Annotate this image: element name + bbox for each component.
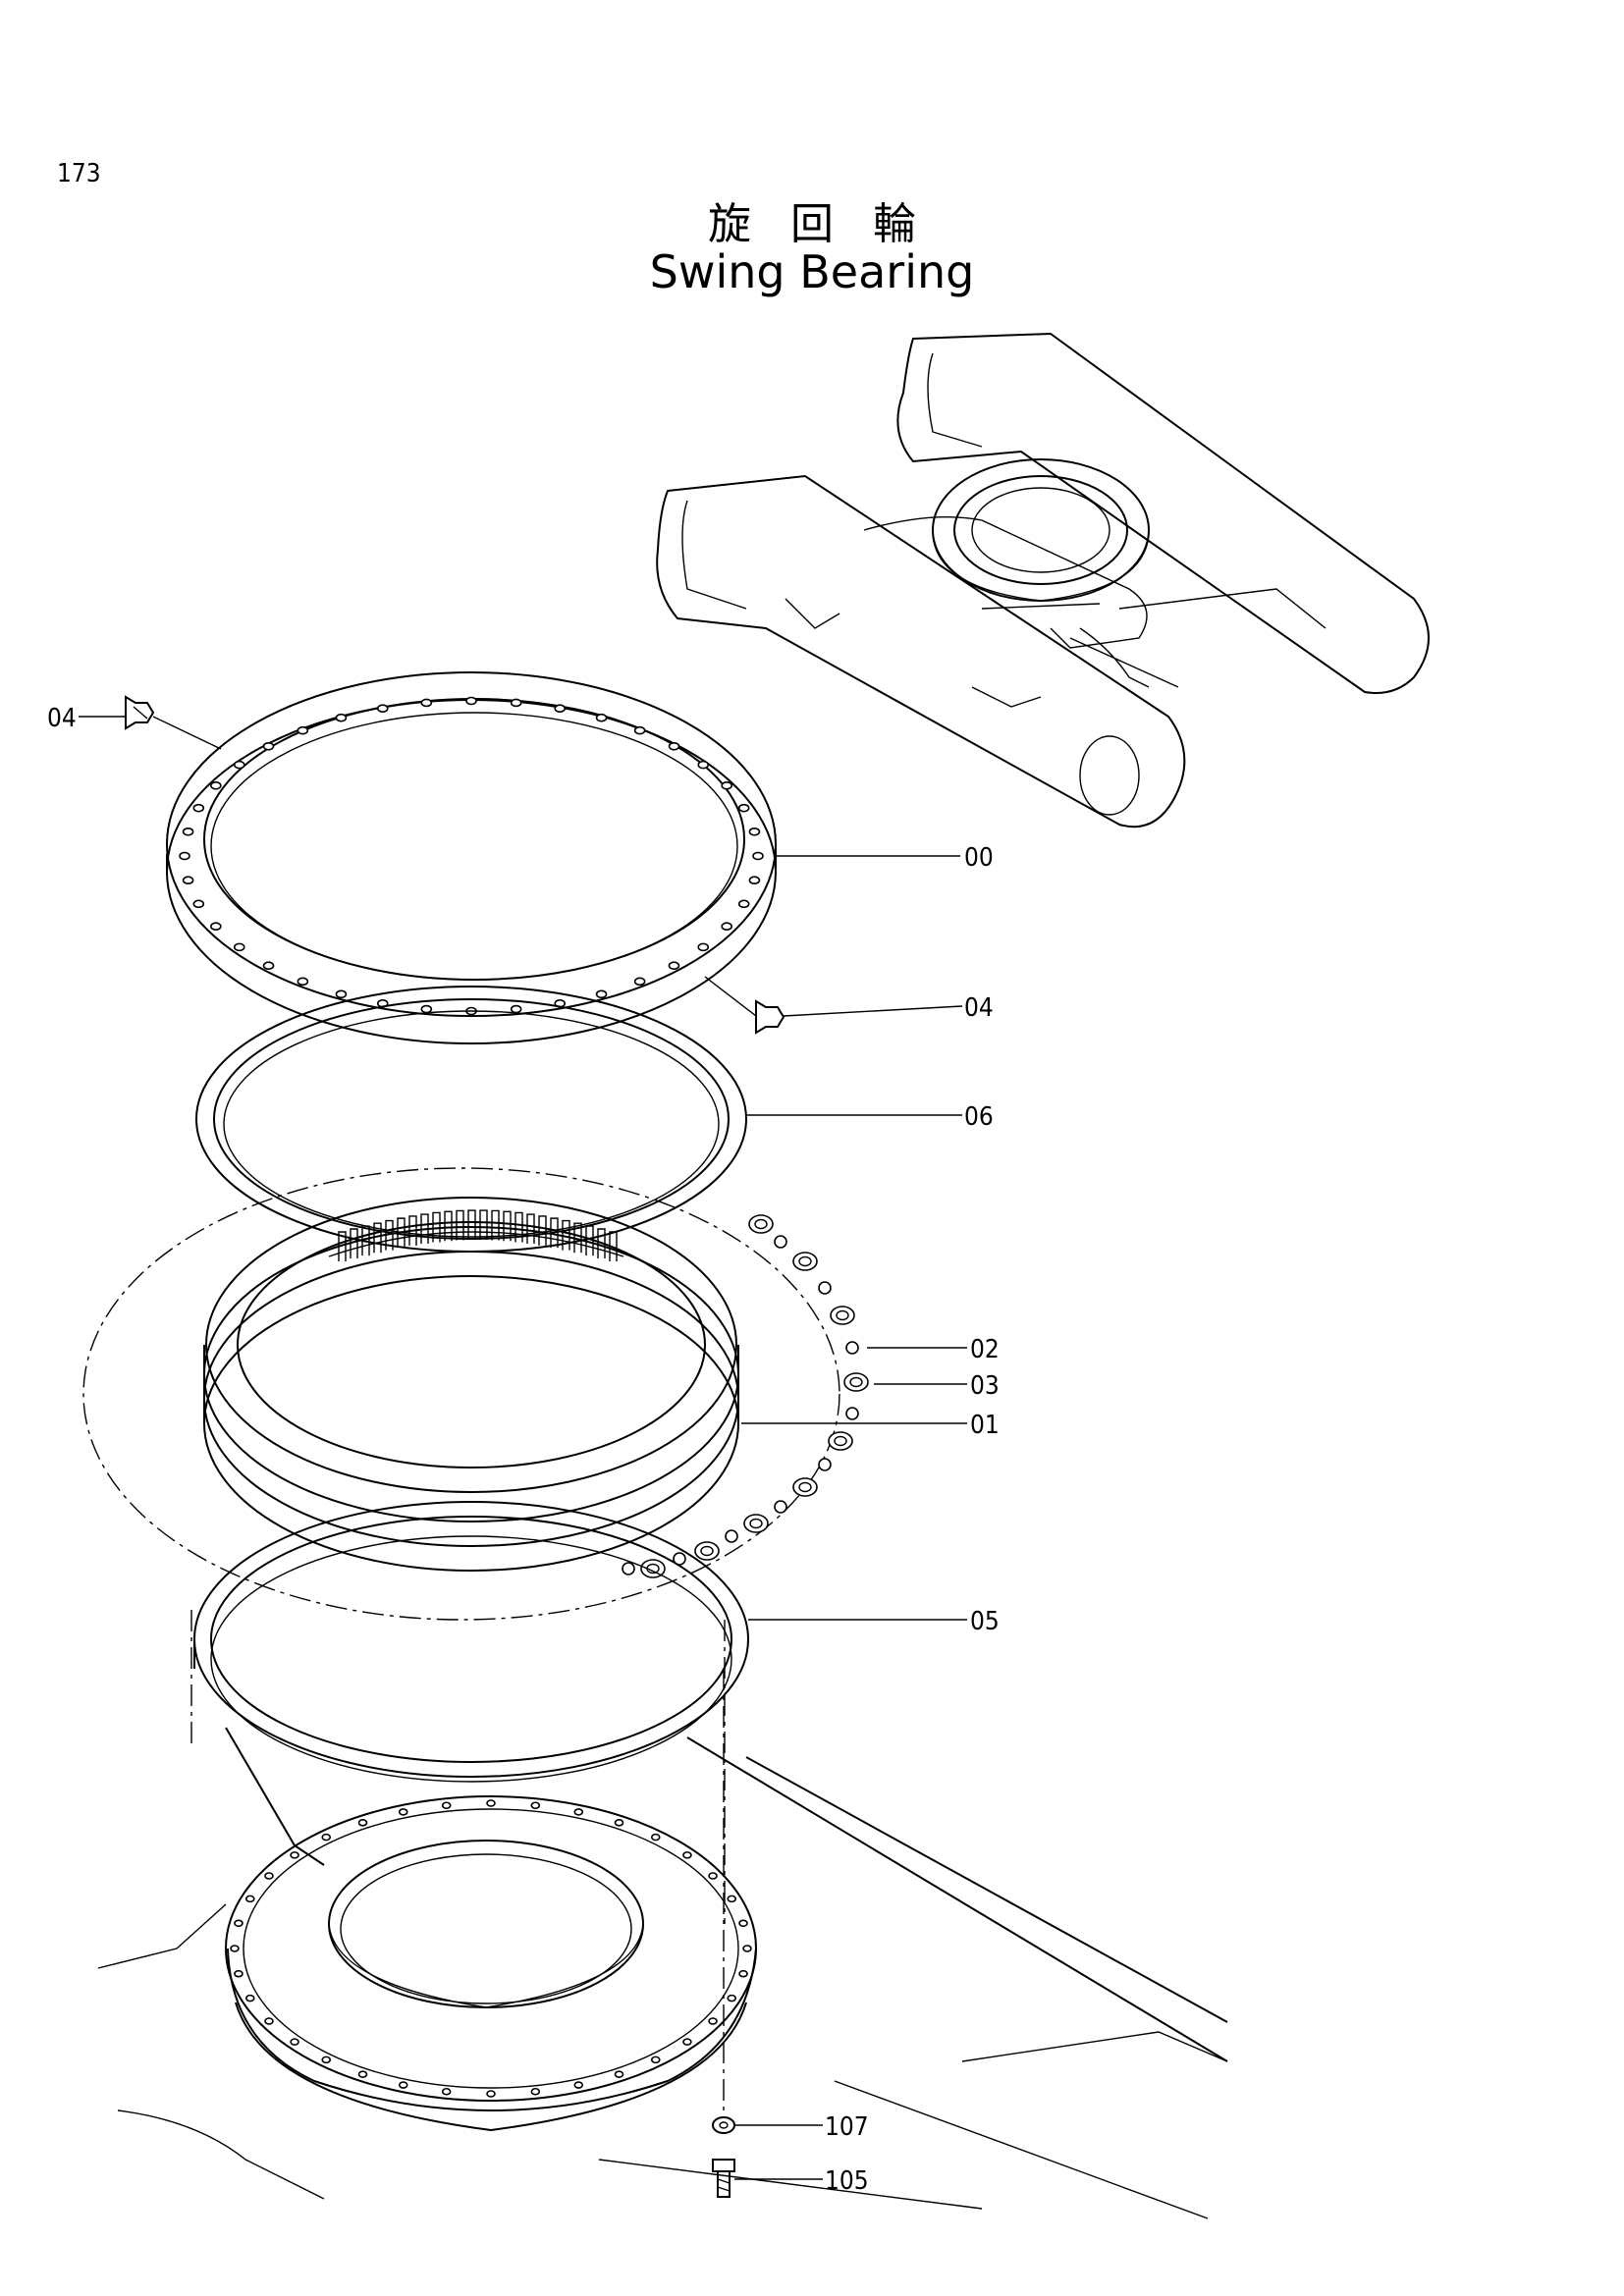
outer-ring-00 — [166, 671, 777, 1044]
callout-labels: 04 00 04 06 02 03 01 05 107 105 — [47, 704, 1000, 2196]
leader-lines — [79, 716, 967, 2180]
undercarriage-frame — [656, 332, 1430, 828]
callout-00: 00 — [964, 843, 994, 873]
mounting-outline — [82, 1167, 840, 1621]
callout-03: 03 — [970, 1371, 1000, 1401]
bolt-105 — [712, 2159, 735, 2198]
title-japanese: 旋回輪 — [708, 199, 955, 249]
rollers-and-balls — [622, 1214, 869, 1578]
grease-fitting-04-right — [755, 999, 785, 1035]
callout-06: 06 — [964, 1102, 994, 1132]
seal-ring-05 — [193, 1501, 749, 1783]
callout-105: 105 — [825, 2166, 869, 2196]
grease-fitting-04-left — [125, 695, 155, 730]
title-english: Swing Bearing — [649, 245, 975, 298]
callout-02: 02 — [970, 1335, 1000, 1364]
page-number: 173 — [57, 159, 101, 188]
callout-107: 107 — [825, 2112, 869, 2142]
callout-01: 01 — [970, 1411, 1000, 1440]
callout-04-left: 04 — [47, 704, 77, 733]
inner-ring-01 — [203, 1197, 739, 1572]
base-ring — [97, 1610, 1228, 2219]
washer-107 — [712, 2116, 735, 2134]
seal-ring-06 — [195, 986, 747, 1253]
callout-04-right: 04 — [964, 993, 994, 1023]
callout-05: 05 — [970, 1607, 1000, 1636]
